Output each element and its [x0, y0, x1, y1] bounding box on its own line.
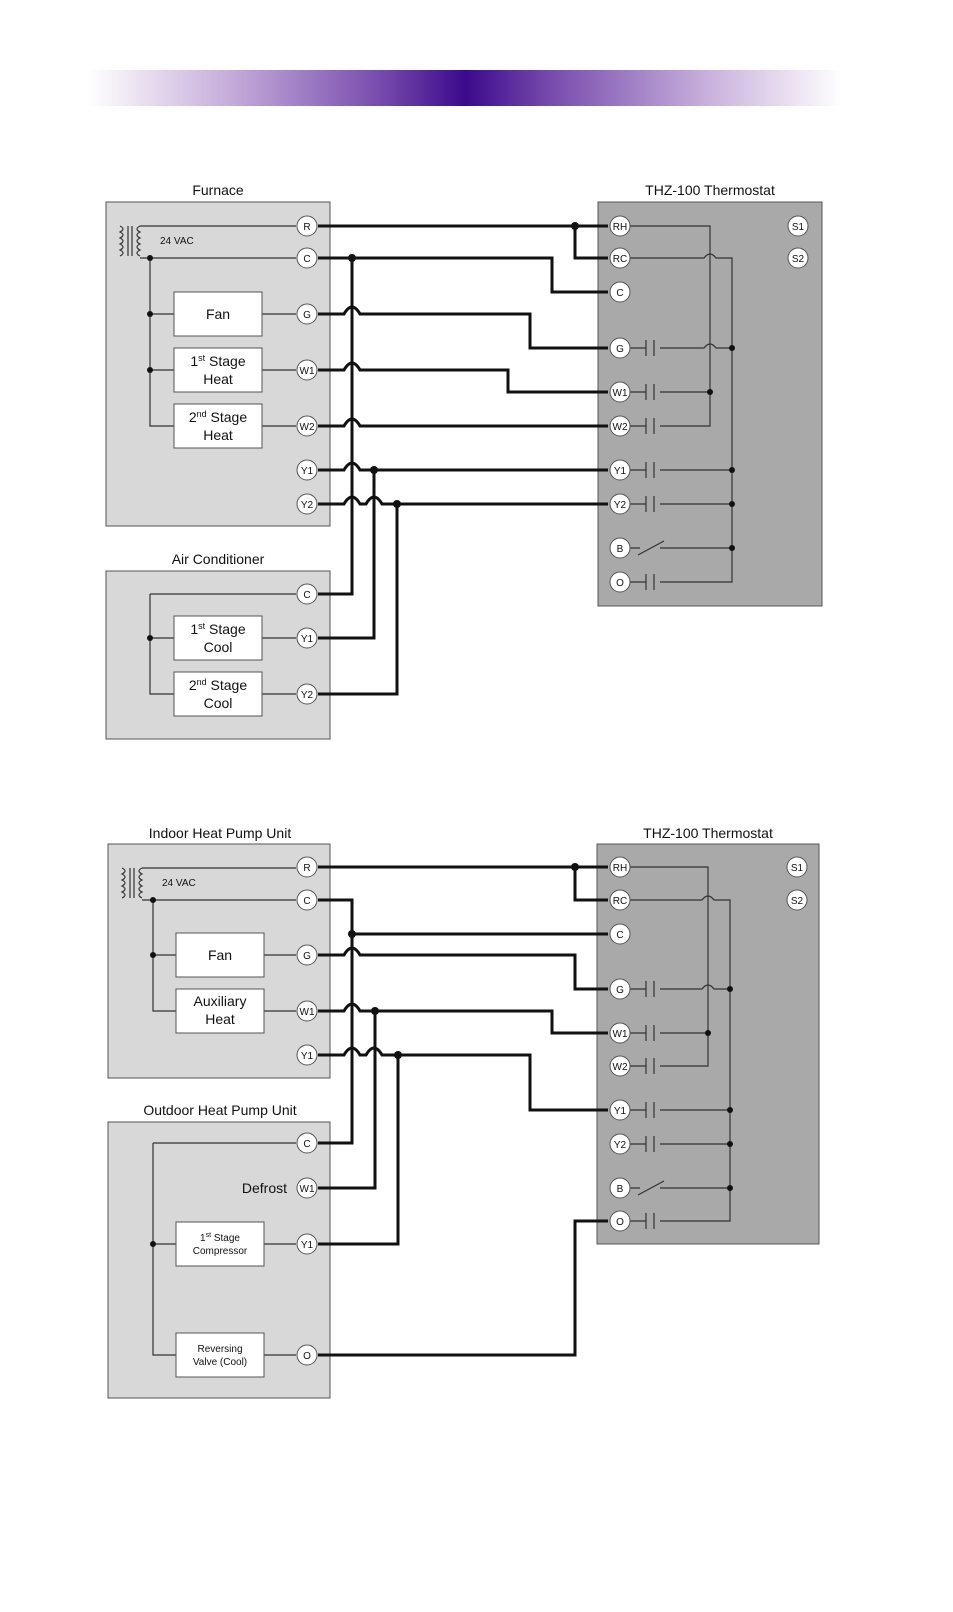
cool-stage1-component — [173, 615, 263, 661]
svg-text:O: O — [616, 578, 624, 589]
svg-text:RH: RH — [613, 222, 627, 233]
svg-text:G: G — [303, 310, 311, 321]
fan-label: Fan — [206, 306, 230, 322]
svg-text:Compressor: Compressor — [193, 1246, 248, 1257]
svg-text:C: C — [303, 254, 310, 265]
ac-terminals: C Y1 Y2 — [296, 583, 318, 705]
terminal-r — [296, 215, 318, 237]
thermostat-title-2: THZ-100 Thermostat — [643, 825, 773, 841]
heat-stage1-label: 1st Stage — [190, 353, 246, 369]
terminal-c — [296, 247, 318, 269]
svg-text:G: G — [303, 951, 311, 962]
transformer-icon-2 — [120, 867, 296, 901]
svg-text:R: R — [303, 222, 310, 233]
terminal-y1 — [296, 459, 318, 481]
svg-text:Auxiliary: Auxiliary — [194, 993, 247, 1009]
svg-text:RC: RC — [613, 896, 627, 907]
indoor-title: Indoor Heat Pump Unit — [149, 825, 292, 841]
aux-heat-component — [175, 988, 265, 1034]
svg-text:S2: S2 — [791, 896, 804, 907]
terminal-w1 — [296, 359, 318, 381]
svg-text:R: R — [303, 863, 310, 874]
diagram-heat-pump: Indoor Heat Pump Unit THZ-100 Thermostat… — [107, 825, 820, 1399]
indoor-fan-component — [175, 932, 265, 978]
svg-text:Y2: Y2 — [301, 500, 314, 511]
defrost-label: Defrost — [242, 1180, 287, 1196]
transformer-label-2: 24 VAC — [162, 878, 196, 889]
svg-text:2nd Stage: 2nd Stage — [189, 677, 248, 693]
transformer-label: 24 VAC — [160, 236, 194, 247]
terminal-g — [296, 303, 318, 325]
terminal-w2 — [296, 415, 318, 437]
outdoor-title: Outdoor Heat Pump Unit — [143, 1102, 296, 1118]
svg-text:G: G — [616, 985, 624, 996]
heat-stage2-label: 2nd Stage — [189, 409, 248, 425]
svg-text:Heat: Heat — [203, 427, 233, 443]
svg-text:Y2: Y2 — [614, 500, 627, 511]
svg-text:W2: W2 — [613, 1062, 628, 1073]
svg-text:1st Stage: 1st Stage — [200, 1232, 240, 1244]
svg-text:G: G — [616, 344, 624, 355]
svg-text:W1: W1 — [300, 366, 315, 377]
thermostat-title-1: THZ-100 Thermostat — [645, 182, 775, 198]
svg-text:W1: W1 — [300, 1184, 315, 1195]
thermostat-terminals-1: RH RC C G W1 W2 Y1 Y2 B O S1 S2 — [609, 215, 809, 593]
svg-text:C: C — [616, 288, 623, 299]
header-gradient-banner — [88, 70, 843, 106]
svg-text:W2: W2 — [613, 422, 628, 433]
svg-text:Reversing: Reversing — [197, 1344, 242, 1355]
svg-text:RH: RH — [613, 863, 627, 874]
svg-text:B: B — [617, 1184, 624, 1195]
svg-text:Y1: Y1 — [614, 466, 627, 477]
svg-text:Y1: Y1 — [614, 1106, 627, 1117]
thermostat-terminals-2: RH RC C G W1 W2 Y1 Y2 B O S1 S2 — [609, 856, 808, 1232]
svg-text:Y1: Y1 — [301, 634, 314, 645]
svg-text:O: O — [616, 1217, 624, 1228]
svg-text:Cool: Cool — [204, 639, 233, 655]
svg-text:RC: RC — [613, 254, 627, 265]
svg-text:Y2: Y2 — [614, 1140, 627, 1151]
svg-text:S1: S1 — [791, 863, 804, 874]
svg-text:Heat: Heat — [203, 371, 233, 387]
svg-text:O: O — [303, 1351, 311, 1362]
svg-text:W1: W1 — [613, 1029, 628, 1040]
diagram-furnace-ac: Furnace THZ-100 Thermostat Air Condition… — [105, 182, 823, 740]
svg-text:S2: S2 — [792, 254, 805, 265]
svg-text:Y1: Y1 — [301, 1051, 314, 1062]
svg-text:C: C — [616, 930, 623, 941]
heat-stage1-component — [173, 347, 263, 393]
transformer-icon — [118, 225, 296, 259]
terminal-y2 — [296, 493, 318, 515]
svg-text:W1: W1 — [613, 388, 628, 399]
fan-component — [173, 291, 263, 337]
svg-text:C: C — [303, 1139, 310, 1150]
reversing-valve-component — [175, 1332, 265, 1378]
svg-text:Heat: Heat — [205, 1011, 235, 1027]
outdoor-terminals: C W1 Y1 O — [296, 1132, 318, 1366]
indoor-terminals: R C G W1 Y1 — [296, 856, 318, 1066]
svg-text:Cool: Cool — [204, 695, 233, 711]
svg-text:S1: S1 — [792, 222, 805, 233]
svg-text:C: C — [303, 590, 310, 601]
svg-text:W1: W1 — [300, 1007, 315, 1018]
svg-text:W2: W2 — [300, 422, 315, 433]
svg-text:1st Stage: 1st Stage — [190, 621, 246, 637]
svg-text:C: C — [303, 896, 310, 907]
furnace-terminals: R C G W1 W2 Y1 Y2 — [296, 215, 318, 515]
svg-text:Y1: Y1 — [301, 1240, 314, 1251]
svg-text:Fan: Fan — [208, 947, 232, 963]
cool-stage2-component — [173, 671, 263, 717]
furnace-title: Furnace — [192, 182, 244, 198]
svg-text:Valve (Cool): Valve (Cool) — [193, 1357, 247, 1368]
svg-text:B: B — [617, 544, 624, 555]
compressor-component — [175, 1221, 265, 1267]
heat-stage2-component — [173, 403, 263, 449]
svg-text:Y1: Y1 — [301, 466, 314, 477]
ac-title: Air Conditioner — [172, 551, 265, 567]
svg-text:Y2: Y2 — [301, 690, 314, 701]
